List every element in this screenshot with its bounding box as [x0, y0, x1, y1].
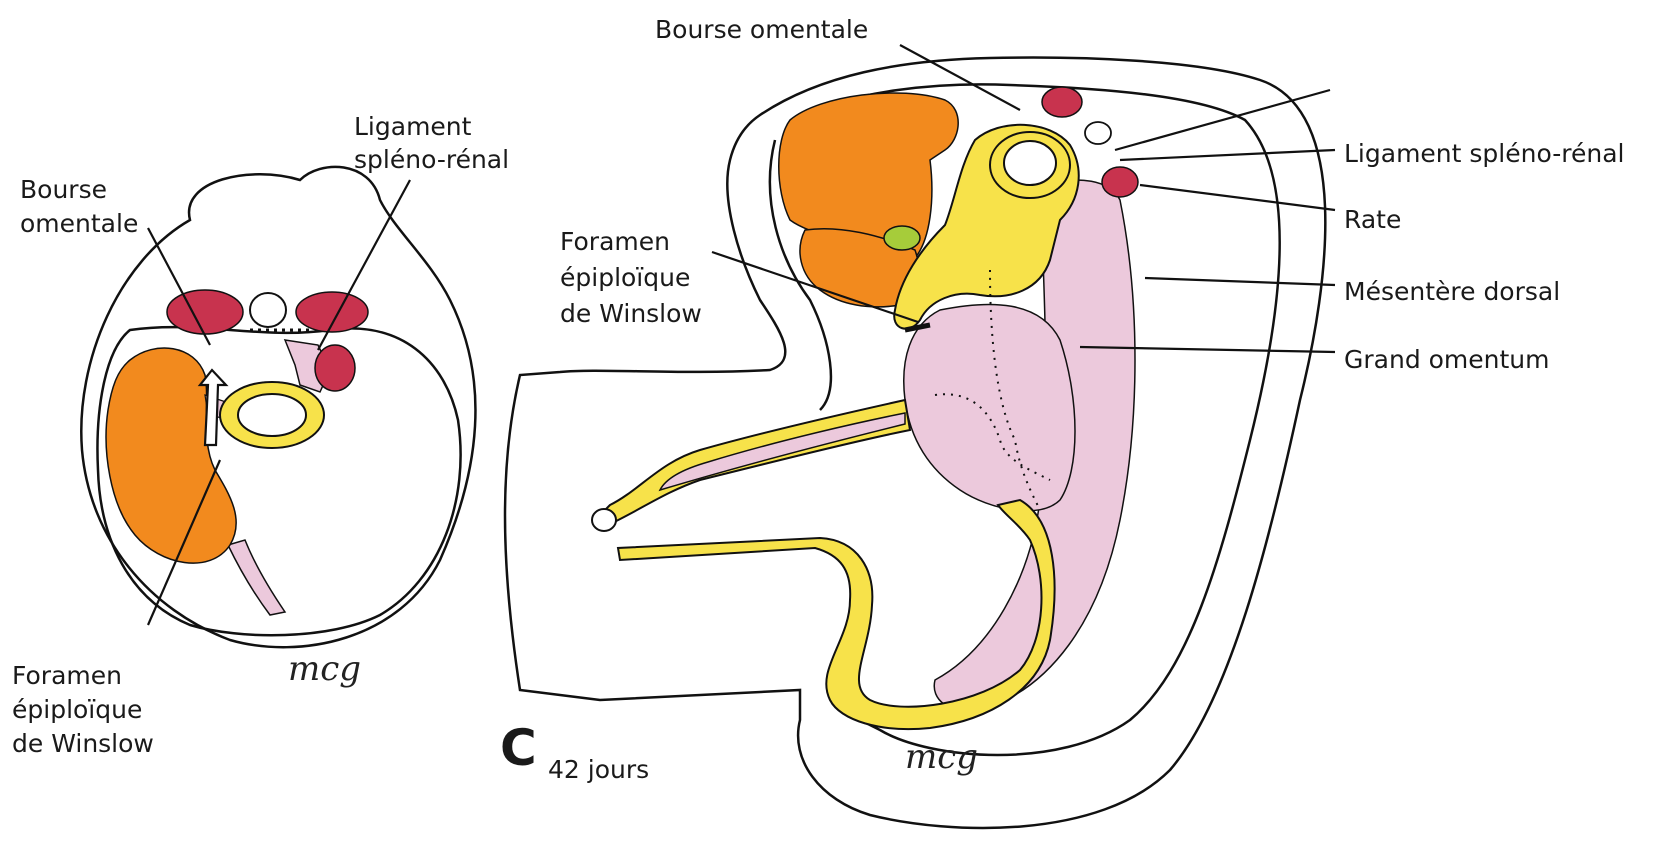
right-intestine-opening	[592, 509, 616, 531]
right-leader-ligament-a	[1115, 90, 1330, 150]
panel-letter: C	[500, 719, 537, 777]
right-label-omentum: Grand omentum	[1344, 345, 1550, 374]
right-label-ligament: Ligament spléno-rénal	[1344, 139, 1624, 168]
right-spleen	[1102, 167, 1138, 197]
right-kidney	[1042, 87, 1082, 117]
left-label-foramen-2: épiploïque	[12, 695, 142, 724]
right-label-foramen-3: de Winslow	[560, 299, 702, 328]
left-leader-ligament	[318, 180, 410, 350]
left-spleen	[315, 345, 355, 391]
left-stomach-lumen	[238, 394, 306, 436]
left-kidney-left	[167, 290, 243, 334]
right-label-foramen-1: Foramen	[560, 227, 670, 256]
right-leader-rate	[1140, 185, 1335, 210]
right-label-bourse: Bourse omentale	[655, 15, 868, 44]
right-leader-ligament-b	[1120, 150, 1335, 160]
right-lateral-view: Bourse omentale Ligament spléno-rénal Ra…	[500, 15, 1624, 828]
right-label-rate: Rate	[1344, 205, 1401, 234]
left-label-ligament-2: spléno-rénal	[354, 145, 509, 174]
left-ventral-mesentery	[228, 540, 285, 615]
left-label-bourse-2: omentale	[20, 209, 138, 238]
left-signature: mcg	[288, 649, 361, 689]
panel-caption: 42 jours	[548, 755, 649, 784]
right-aorta	[1085, 122, 1111, 144]
right-gallbladder	[884, 226, 920, 250]
left-aorta	[250, 293, 286, 327]
left-label-foramen-1: Foramen	[12, 661, 122, 690]
left-label-ligament-1: Ligament	[354, 112, 472, 141]
right-label-mesentere: Mésentère dorsal	[1344, 277, 1560, 306]
left-label-bourse-1: Bourse	[20, 175, 107, 204]
right-signature: mcg	[905, 737, 978, 777]
right-label-foramen-2: épiploïque	[560, 263, 690, 292]
right-stomach-lumen	[1004, 141, 1056, 185]
left-cross-section: Bourse omentale Ligament spléno-rénal Fo…	[12, 112, 509, 758]
right-leader-mesentere	[1145, 278, 1335, 285]
left-label-foramen-3: de Winslow	[12, 729, 154, 758]
